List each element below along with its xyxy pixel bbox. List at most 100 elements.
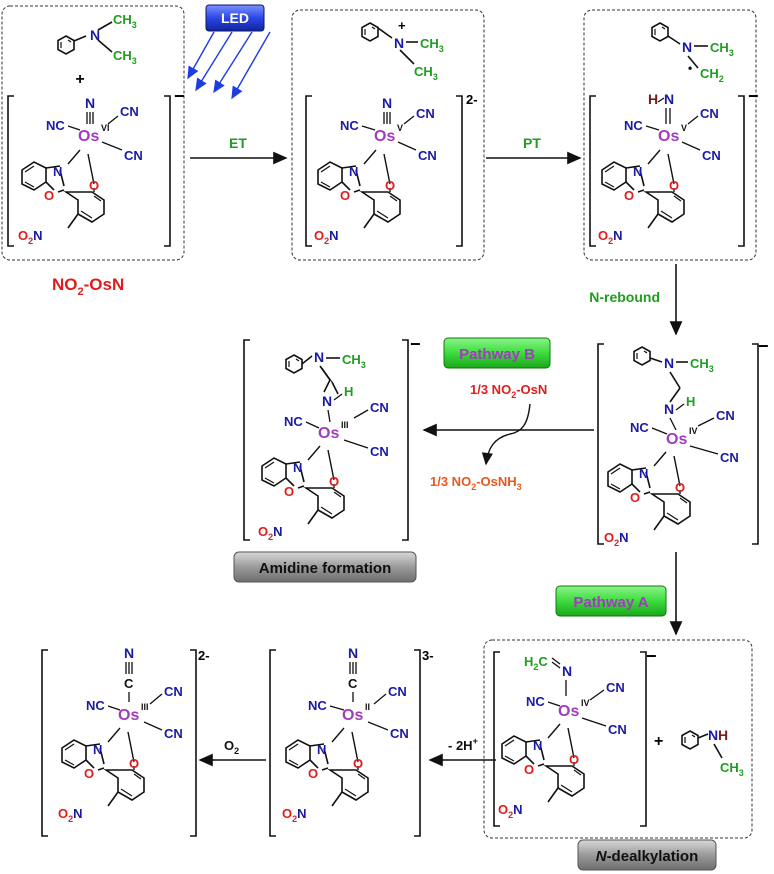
svg-text:•: •	[688, 61, 692, 75]
compound-intermediate-2: N CH3 • CH2 − H N Os V NC CN CN N O O O2…	[589, 22, 759, 247]
svg-text:+: +	[75, 71, 84, 88]
svg-text:CN: CN	[370, 444, 389, 459]
svg-text:CN: CN	[606, 680, 625, 695]
svg-text:−: −	[758, 336, 769, 356]
n-rebound-label: N-rebound	[589, 289, 660, 305]
svg-text:CN: CN	[370, 400, 389, 415]
svg-text:Os: Os	[118, 707, 139, 724]
svg-text:N: N	[562, 663, 572, 679]
svg-text:CH2: CH2	[700, 66, 724, 84]
svg-text:O: O	[284, 484, 294, 499]
svg-text:CN: CN	[164, 726, 183, 741]
svg-text:NC: NC	[624, 118, 643, 133]
svg-text:III: III	[141, 702, 149, 712]
svg-text:−: −	[646, 646, 657, 666]
svg-text:N: N	[314, 349, 324, 365]
svg-text:O2N: O2N	[498, 802, 523, 820]
svg-text:O: O	[624, 188, 634, 203]
svg-text:O: O	[669, 178, 679, 193]
svg-text:NC: NC	[526, 694, 545, 709]
svg-text:N: N	[708, 727, 718, 743]
svg-text:CN: CN	[700, 106, 719, 121]
amidine-formation-label: Amidine formation	[233, 551, 417, 583]
svg-text:H: H	[718, 727, 728, 743]
svg-text:CN: CN	[608, 722, 627, 737]
svg-text:CN: CN	[390, 726, 409, 741]
svg-text:C: C	[348, 676, 358, 691]
svg-text:N: N	[533, 738, 542, 753]
svg-text:N: N	[53, 164, 62, 179]
svg-text:N-dealkylation: N-dealkylation	[596, 848, 699, 865]
box-intermediate-1	[291, 9, 485, 261]
svg-text:−: −	[748, 86, 759, 106]
svg-text:+: +	[398, 18, 406, 33]
svg-text:Os: Os	[342, 707, 363, 724]
svg-text:N: N	[348, 645, 358, 661]
box-reactant	[1, 5, 185, 261]
svg-text:N: N	[639, 466, 648, 481]
svg-text:Os: Os	[318, 425, 339, 442]
svg-text:O2N: O2N	[258, 524, 283, 542]
svg-text:C: C	[124, 676, 134, 691]
svg-text:III: III	[341, 420, 349, 430]
svg-text:N: N	[394, 35, 404, 51]
svg-text:O: O	[89, 178, 99, 193]
n-dealkylation-label: N-dealkylation	[577, 839, 717, 871]
svg-text:O: O	[340, 188, 350, 203]
svg-text:NC: NC	[340, 118, 359, 133]
compound-imine-os-iv: − H2C N Os IV NC CN CN N O O O2N + N H C…	[493, 646, 744, 827]
svg-text:N: N	[349, 164, 358, 179]
svg-text:H: H	[648, 91, 658, 107]
compound-intermediate-1: N + CH3 CH3 2- N Os V NC CN CN N O O O2N	[305, 18, 478, 247]
svg-text:H2C: H2C	[524, 654, 548, 672]
svg-text:NC: NC	[46, 118, 65, 133]
svg-text:2-: 2-	[466, 92, 478, 107]
svg-text:N: N	[633, 164, 642, 179]
svg-text:N: N	[664, 355, 674, 371]
light-arrows	[187, 31, 271, 100]
svg-text:−: −	[174, 86, 185, 106]
svg-text:N: N	[317, 742, 326, 757]
svg-text:CN: CN	[720, 450, 739, 465]
svg-text:CN: CN	[388, 684, 407, 699]
svg-text:H: H	[344, 384, 353, 399]
svg-text:V: V	[397, 123, 403, 133]
side-product-no2-osnh3: 1/3 NO2-OsNH3	[430, 474, 522, 492]
svg-text:IV: IV	[689, 426, 698, 436]
svg-text:O: O	[84, 766, 94, 781]
svg-text:O: O	[308, 766, 318, 781]
svg-text:V: V	[681, 123, 687, 133]
compound-os-ii: 3- N C Os II NC CN CN N O O O2N	[269, 645, 434, 837]
svg-text:N: N	[322, 393, 332, 409]
svg-text:O2N: O2N	[604, 530, 629, 548]
svg-text:NC: NC	[308, 698, 327, 713]
svg-text:II: II	[365, 702, 370, 712]
svg-text:O: O	[630, 490, 640, 505]
svg-text:O2N: O2N	[598, 228, 623, 246]
pathway-a-label: Pathway A	[555, 585, 667, 617]
svg-text:CH3: CH3	[113, 12, 137, 30]
svg-text:NC: NC	[86, 698, 105, 713]
svg-text:NC: NC	[284, 414, 303, 429]
svg-text:N: N	[124, 645, 134, 661]
et-label: ET	[229, 135, 247, 151]
reagent-no2-osn: 1/3 NO2-OsN	[470, 382, 547, 400]
svg-text:CN: CN	[124, 148, 143, 163]
svg-text:CH3: CH3	[113, 48, 137, 66]
side-product-arrow	[481, 403, 531, 466]
svg-text:CH3: CH3	[420, 36, 444, 54]
pathway-b-label: Pathway B	[443, 337, 551, 369]
compound-reactant: N CH3 CH3 + − N Os VI NC CN CN N O O O2N	[7, 12, 185, 247]
svg-text:N: N	[664, 91, 674, 107]
svg-text:−: −	[410, 334, 421, 354]
svg-text:N: N	[382, 95, 392, 111]
compound-os-iv-amine: − N CH3 N H Os IV NC CN CN N O O O2N	[597, 336, 769, 548]
svg-text:O: O	[385, 178, 395, 193]
svg-text:N: N	[664, 401, 674, 417]
svg-text:O: O	[569, 752, 579, 767]
svg-text:H: H	[686, 394, 695, 409]
svg-text:VI: VI	[101, 123, 110, 133]
svg-text:CN: CN	[164, 684, 183, 699]
compound-name: NO2-OsN	[52, 275, 124, 298]
